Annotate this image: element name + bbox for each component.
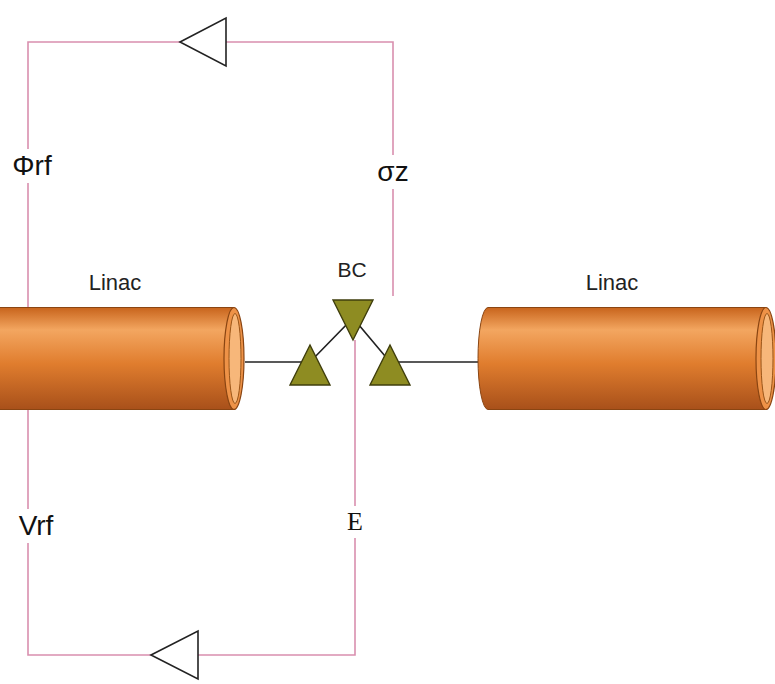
bunch-compressor: BC — [288, 296, 412, 388]
node-name: Linac — [586, 270, 639, 296]
cylinder-edge — [0, 409, 234, 410]
signal-name: E — [344, 506, 366, 538]
cylinder-end — [224, 308, 244, 410]
linac-cylinder-outline — [478, 307, 775, 410]
cylinder-edge — [488, 409, 766, 410]
amplifier-symbol — [180, 18, 226, 66]
cylinder-body — [0, 308, 234, 410]
signal-name: σz — [374, 155, 411, 189]
node-name: BC — [337, 258, 366, 282]
cylinder-body — [488, 308, 766, 410]
cylinder-end — [756, 308, 775, 410]
feedback-wire — [28, 388, 355, 655]
dipole-magnet — [370, 345, 410, 385]
linac-cylinder-outline — [0, 307, 245, 410]
cylinder-bore — [761, 314, 773, 404]
signal-tap — [354, 340, 356, 388]
beam-line — [245, 361, 288, 363]
dipole-magnet — [290, 345, 330, 385]
amplifier-symbol — [151, 631, 198, 679]
signal-name: Vrf — [16, 509, 57, 543]
bunch-compressor-outline — [288, 296, 412, 388]
feedback-wire — [28, 42, 393, 307]
node-name: Linac — [89, 270, 142, 296]
linac-cylinder: Linac — [478, 307, 775, 410]
dipole-magnet — [333, 300, 373, 340]
linac-cylinder: Linac — [0, 307, 245, 410]
beam-line — [412, 361, 478, 363]
cylinder-edge — [488, 307, 766, 308]
cylinder-edge — [0, 307, 234, 308]
signal-name: Φrf — [9, 149, 54, 183]
cylinder-bore — [229, 314, 241, 404]
